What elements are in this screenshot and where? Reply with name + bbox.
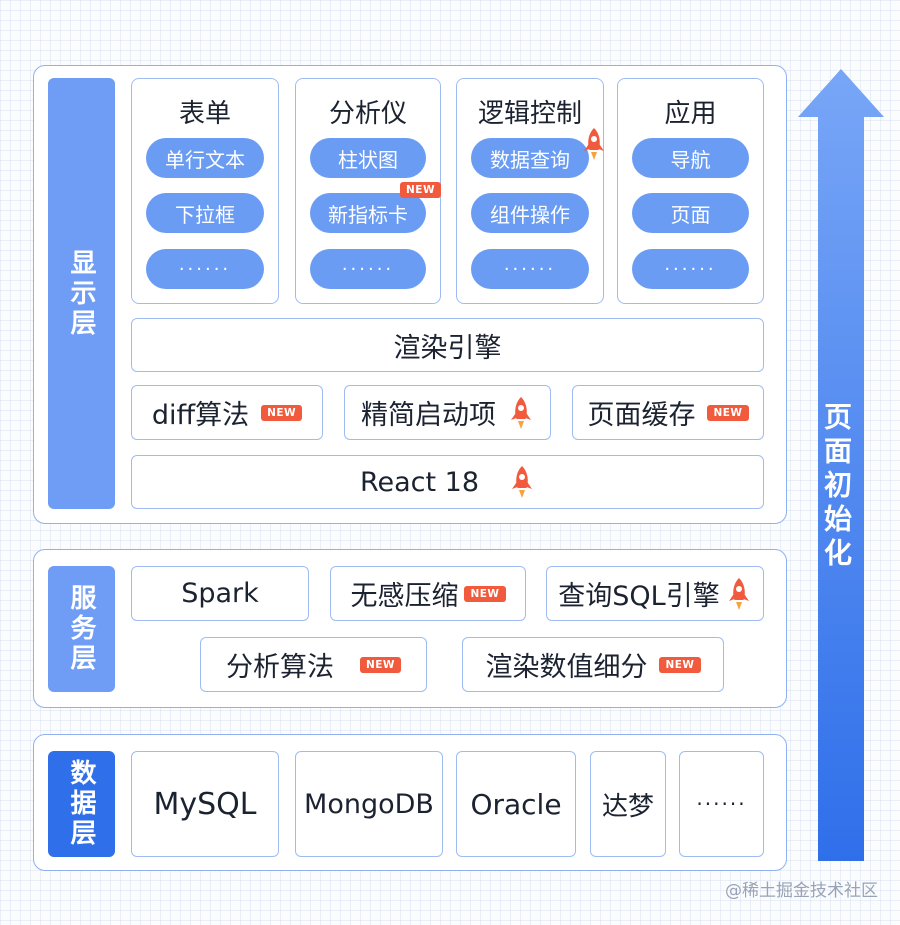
arrow-label: 页面初始化 — [820, 402, 853, 572]
up-arrow — [798, 69, 884, 861]
page-cache-box: 页面缓存 NEW — [572, 385, 764, 440]
new-badge: NEW — [261, 404, 303, 421]
card-application: 应用 导航 页面 ······ — [617, 78, 764, 304]
new-badge: NEW — [659, 656, 701, 673]
rocket-icon — [726, 577, 752, 611]
db-mongodb-box: MongoDB — [295, 751, 443, 857]
render-values-label: 渲染数值细分 — [485, 652, 648, 683]
db-label: Oracle — [470, 787, 562, 821]
spark-label: Spark — [181, 578, 259, 609]
db-label: 达梦 — [601, 791, 654, 822]
new-badge: NEW — [359, 656, 402, 673]
watermark: @稀土掘金技术社区 — [725, 881, 878, 901]
card-title: 应用 — [664, 99, 717, 129]
rocket-icon — [508, 396, 534, 430]
rocket-icon — [509, 465, 535, 499]
render-values-box: 渲染数值细分 NEW — [462, 637, 724, 692]
card-analyzer: 分析仪 柱状图 新指标卡 NEW ······ — [295, 78, 442, 304]
new-badge: NEW — [464, 585, 506, 602]
render-engine-label: 渲染引擎 — [393, 332, 502, 364]
render-engine-box: 渲染引擎 — [131, 318, 764, 372]
compression-box: 无感压缩 NEW — [330, 566, 526, 621]
db-dameng-box: 达梦 — [590, 751, 666, 857]
pill-item: 下拉框 — [146, 193, 264, 233]
db-mysql-box: MySQL — [131, 751, 279, 857]
pill-item: 单行文本 — [146, 138, 264, 178]
pill-item: 新指标卡 — [310, 193, 426, 233]
db-oracle-box: Oracle — [456, 751, 576, 857]
react-box: React 18 — [131, 455, 764, 509]
pill-item: 导航 — [632, 138, 749, 178]
pill-more: ······ — [632, 249, 749, 289]
spark-box: Spark — [131, 566, 309, 621]
analysis-algorithm-label: 分析算法 — [225, 652, 334, 683]
diff-algorithm-box: diff算法 NEW — [131, 385, 323, 440]
compression-label: 无感压缩 — [350, 581, 459, 612]
pill-item: 柱状图 — [310, 138, 426, 178]
analysis-algorithm-box: 分析算法 NEW — [200, 637, 427, 692]
rocket-icon — [581, 127, 607, 161]
data-layer-label: 数据层 — [48, 751, 115, 857]
db-more-box: ······ — [679, 751, 764, 857]
card-title: 分析仪 — [328, 99, 407, 129]
db-label: MongoDB — [304, 788, 434, 820]
card-title: 表单 — [178, 99, 231, 129]
card-title: 逻辑控制 — [477, 99, 582, 129]
startup-items-label: 精简启动项 — [361, 400, 496, 431]
new-badge: NEW — [707, 404, 749, 421]
sql-engine-label: 查询SQL引擎 — [558, 581, 720, 612]
card-form: 表单 单行文本 下拉框 ······ — [131, 78, 279, 304]
pill-item: 数据查询 — [471, 138, 589, 178]
page-cache-label: 页面缓存 — [587, 400, 696, 431]
pill-more: ······ — [146, 249, 264, 289]
pill-item: 页面 — [632, 193, 749, 233]
pill-more: ······ — [310, 249, 426, 289]
startup-items-box: 精简启动项 — [344, 385, 551, 440]
sql-engine-box: 查询SQL引擎 — [546, 566, 764, 621]
pill-item: 组件操作 — [471, 193, 589, 233]
card-logic-control: 逻辑控制 数据查询 组件操作 ······ — [456, 78, 604, 304]
react-label: React 18 — [359, 466, 480, 498]
db-label: MySQL — [153, 786, 257, 822]
display-layer-label: 显示层 — [48, 78, 115, 509]
diff-algorithm-label: diff算法 — [151, 400, 250, 431]
new-badge: NEW — [400, 182, 442, 198]
db-label: ······ — [696, 792, 747, 816]
pill-more: ······ — [471, 249, 589, 289]
service-layer-label: 服务层 — [48, 566, 115, 692]
